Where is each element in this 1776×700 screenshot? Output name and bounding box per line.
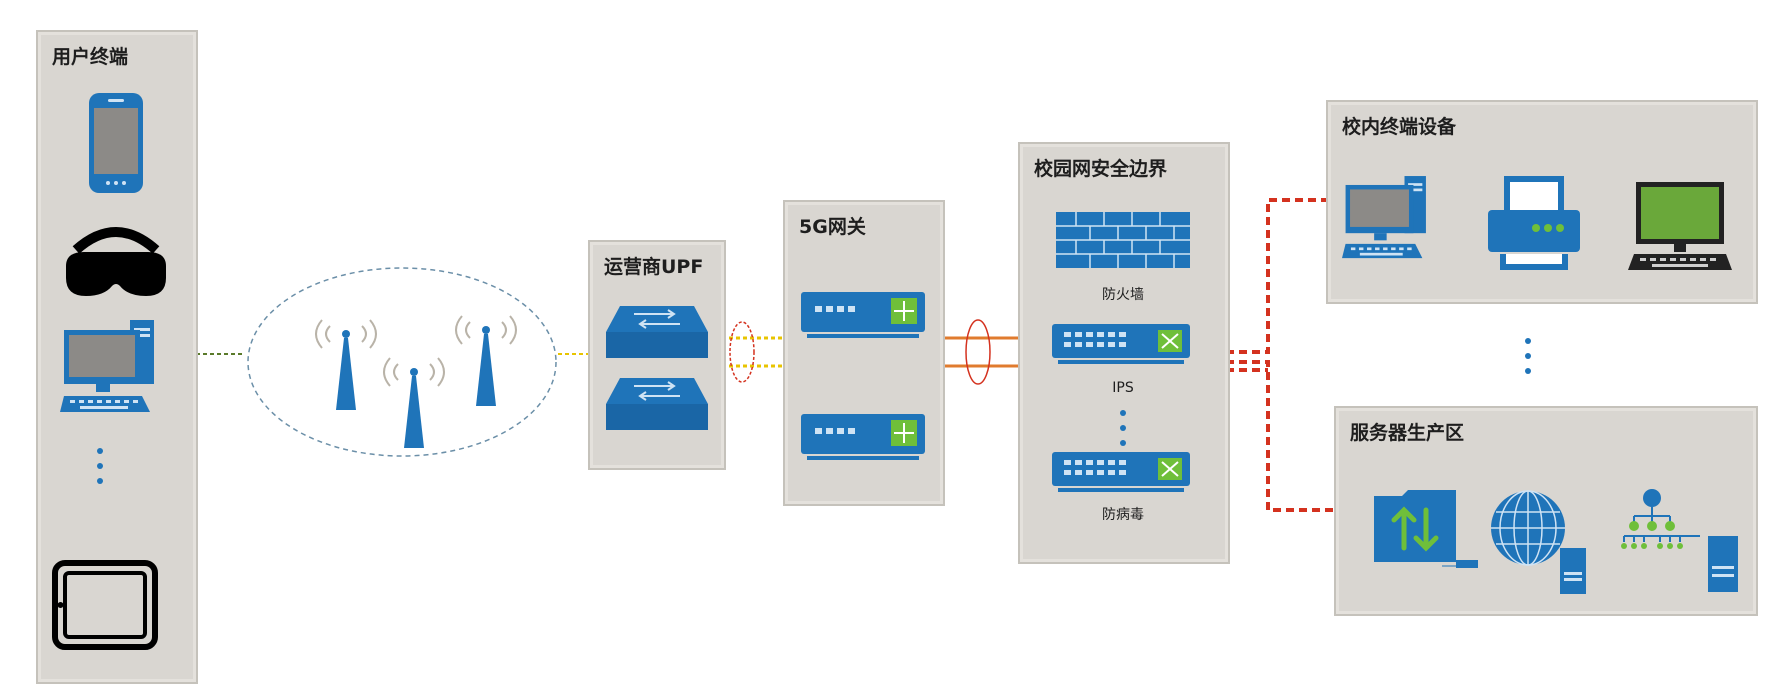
firewall-icon [1056,212,1190,268]
operator-upf-panel: 运营商UPF [588,240,726,470]
more-dots-icon [97,448,103,484]
server-icon [1560,548,1586,594]
file-transfer-icon [1374,490,1478,568]
firewall-label: 防火墙 [1102,287,1144,303]
panel-title: 校园网安全边界 [1034,158,1168,180]
campus-security-panel: 校园网安全边界 防火墙 IPS 防病毒 [1018,142,1230,564]
ips-icon [1052,324,1190,364]
desktop-computer-icon [1342,176,1426,259]
smartphone-icon [89,93,143,193]
panel-title: 用户终端 [52,46,129,68]
gateway-5g-panel: 5G网关 [783,200,945,506]
org-chart-icon [1621,489,1700,549]
server-icon [1708,536,1738,592]
cell-tower-icon [383,357,445,448]
campus-devices-panel: 校内终端设备 [1326,100,1758,304]
ips-label: IPS [1112,380,1134,396]
globe-icon [1491,490,1565,566]
user-terminal-panel: 用户终端 [36,30,198,684]
panel-title: 服务器生产区 [1350,422,1465,444]
monitor-icon [1628,182,1732,270]
cell-tower-icon [455,315,517,406]
more-dots-icon [1120,410,1126,446]
more-dots-icon [1525,338,1531,374]
printer-icon [1488,176,1580,270]
panel-title: 5G网关 [799,216,866,238]
antivirus-icon [1052,452,1190,492]
tablet-icon [52,560,158,650]
panel-title: 校内终端设备 [1342,116,1457,138]
gateway-icon [801,292,925,338]
switch-icon [606,378,708,430]
cell-tower-icon [315,319,377,410]
radio-access-cloud [247,267,557,457]
vr-headset-icon [66,227,166,296]
antivirus-label: 防病毒 [1102,507,1144,523]
server-zone-panel: 服务器生产区 [1334,406,1758,616]
desktop-computer-icon [60,320,154,412]
gateway-icon [801,414,925,460]
panel-title: 运营商UPF [604,256,704,278]
switch-icon [606,306,708,358]
